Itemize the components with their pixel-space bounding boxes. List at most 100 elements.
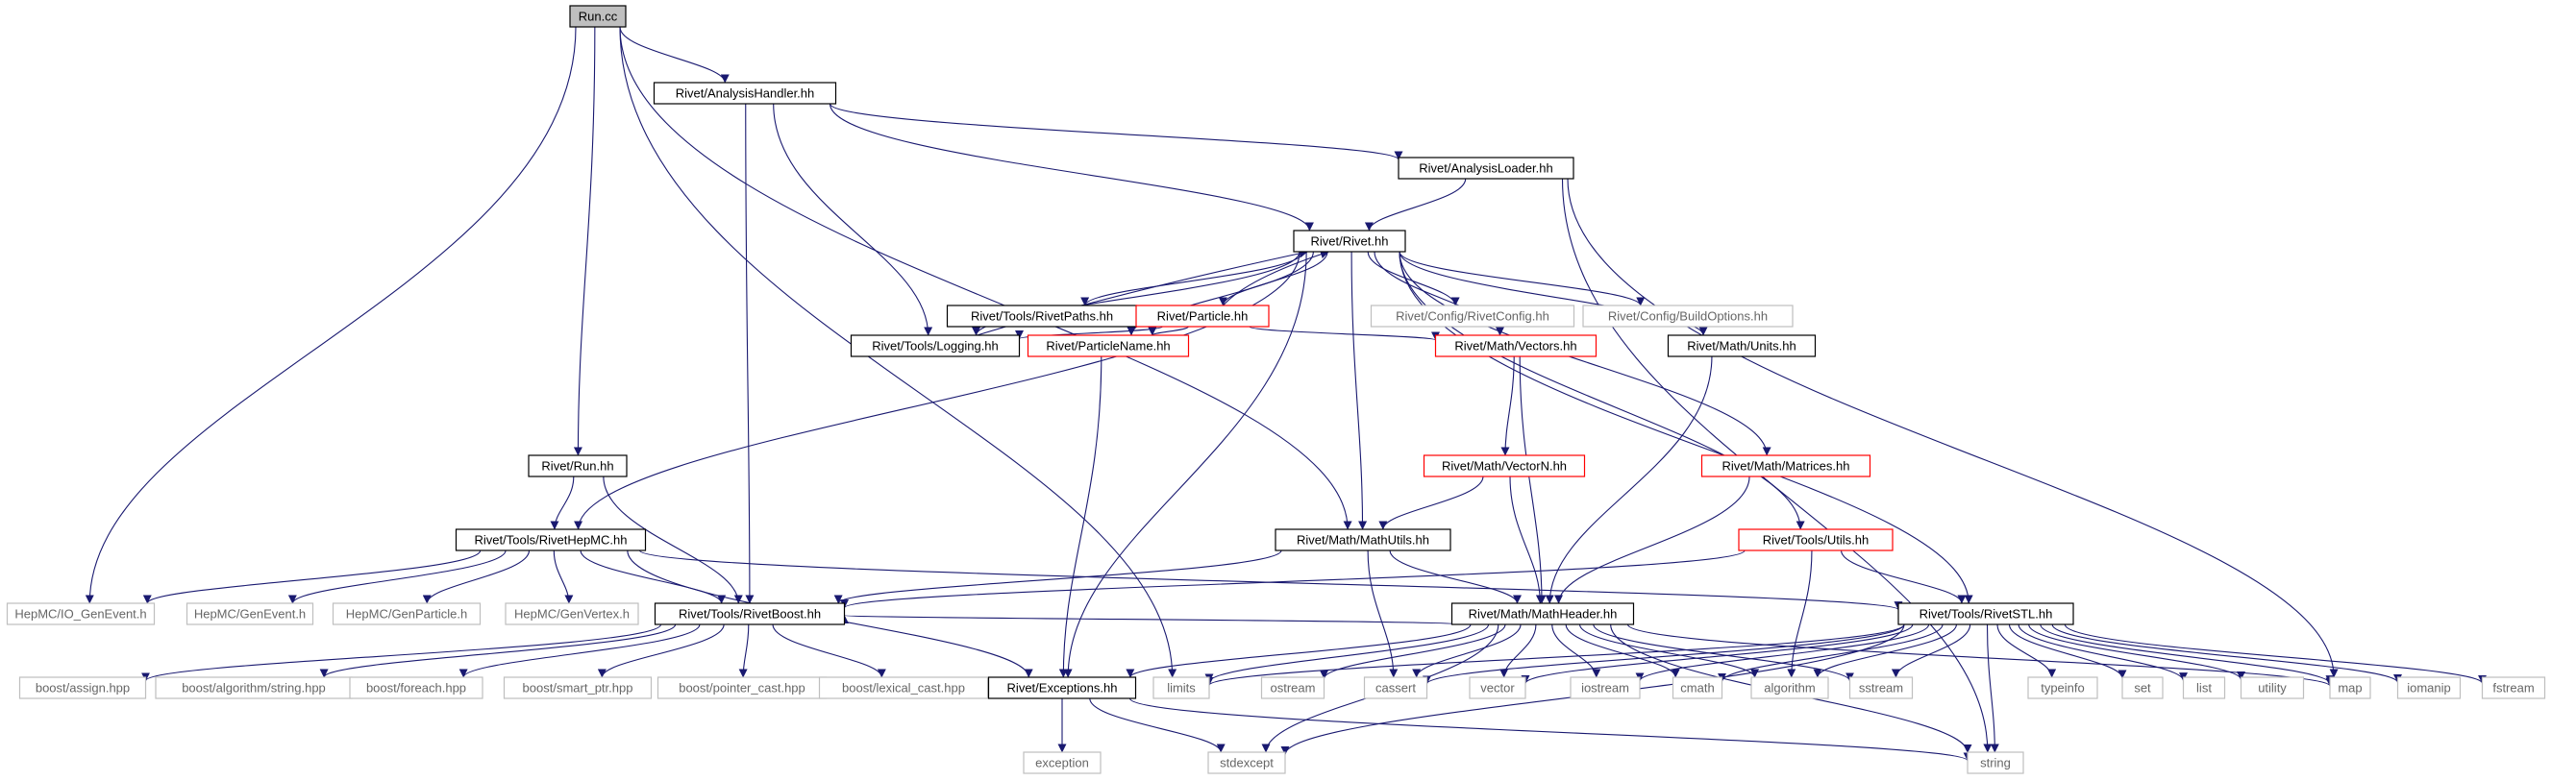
node-label: Rivet/Tools/RivetBoost.hh (679, 607, 821, 622)
node-vector[interactable]: vector (1469, 676, 1526, 699)
node-layer: Run.ccRivet/AnalysisHandler.hhRivet/Anal… (6, 5, 2546, 774)
node-exception[interactable]: exception (1023, 751, 1102, 774)
node-rivet-config[interactable]: Rivet/Config/RivetConfig.hh (1370, 305, 1575, 328)
node-build-options[interactable]: Rivet/Config/BuildOptions.hh (1582, 305, 1794, 328)
node-box (1207, 751, 1286, 774)
node-matrices[interactable]: Rivet/Math/Matrices.hh (1700, 454, 1871, 477)
edge-vectorn-to-math-header (1509, 476, 1545, 604)
edge-rivet-boost-to-boost-pointer-cast (738, 623, 750, 678)
node-math-header[interactable]: Rivet/Math/MathHeader.hh (1450, 602, 1635, 625)
node-box (987, 676, 1137, 699)
node-boost-assign[interactable]: boost/assign.hpp (18, 676, 147, 699)
node-rivet-hh[interactable]: Rivet/Rivet.hh (1293, 230, 1406, 253)
node-vectorn[interactable]: Rivet/Math/VectorN.hh (1423, 454, 1586, 477)
node-math-utils[interactable]: Rivet/Math/MathUtils.hh (1275, 528, 1451, 551)
node-label: boost/foreach.hpp (366, 681, 466, 696)
node-rivet-stl[interactable]: Rivet/Tools/RivetSTL.hh (1897, 602, 2074, 625)
edge-vectors-to-math-header (1519, 355, 1547, 604)
node-box (1152, 676, 1210, 699)
node-iostream[interactable]: iostream (1570, 676, 1641, 699)
node-boost-lexical-cast[interactable]: boost/lexical_cast.hpp (818, 676, 989, 699)
node-label: cmath (1680, 681, 1714, 696)
node-vectors[interactable]: Rivet/Math/Vectors.hh (1434, 334, 1598, 357)
node-set[interactable]: set (2121, 676, 2164, 699)
node-label: HepMC/GenEvent.h (194, 607, 306, 622)
node-label: Rivet/Tools/RivetSTL.hh (1920, 607, 2053, 622)
node-run-hh[interactable]: Rivet/Run.hh (528, 454, 628, 477)
edge-rivet-boost-to-boost-assign (141, 623, 662, 682)
edge-math-utils-to-rivet-boost (833, 549, 1282, 604)
edge-rivet-hh-to-rivet-config (1367, 251, 1460, 306)
edge-tools-utils-to-rivet-stl (1841, 549, 1967, 604)
node-box (186, 602, 314, 625)
edge-vectorn-to-math-utils (1378, 476, 1484, 530)
edge-math-header-to-vector (1499, 623, 1537, 678)
edge-math-header-to-exceptions (1126, 623, 1472, 678)
node-box (1434, 334, 1598, 357)
node-boost-smart-ptr[interactable]: boost/smart_ptr.hpp (503, 676, 653, 699)
node-run-cc[interactable]: Run.cc (569, 5, 627, 28)
node-hepmc-genevent[interactable]: HepMC/GenEvent.h (186, 602, 314, 625)
node-rivet-paths[interactable]: Rivet/Tools/RivetPaths.hh (946, 305, 1138, 328)
edge-run-hh-to-rivet-boost (603, 476, 743, 604)
node-iomanip[interactable]: iomanip (2396, 676, 2462, 699)
node-algorithm[interactable]: algorithm (1750, 676, 1829, 699)
node-exceptions[interactable]: Rivet/Exceptions.hh (987, 676, 1137, 699)
node-box (2396, 676, 2462, 699)
node-logging[interactable]: Rivet/Tools/Logging.hh (850, 334, 1021, 357)
node-boost-pointer-cast[interactable]: boost/pointer_cast.hpp (656, 676, 828, 699)
node-sstream[interactable]: sstream (1848, 676, 1914, 699)
edge-math-header-to-cassert (1412, 623, 1522, 678)
edge-math-header-to-rivet-boost (841, 614, 1459, 625)
edge-analysis-handler-to-rivet-hh (829, 103, 1314, 232)
edge-rivet-stl-to-algorithm (1813, 623, 1957, 678)
node-hepmc-genparticle[interactable]: HepMC/GenParticle.h (332, 602, 482, 625)
node-hepmc-io[interactable]: HepMC/IO_GenEvent.h (6, 602, 156, 625)
edge-rivet-stl-to-iostream (1635, 623, 1930, 682)
node-box (1848, 676, 1914, 699)
edge-rivet-hh-to-exceptions (1063, 251, 1307, 678)
node-string[interactable]: string (1967, 751, 2024, 774)
node-boost-foreach[interactable]: boost/foreach.hpp (349, 676, 483, 699)
edge-layer (85, 26, 2487, 762)
node-particle-name[interactable]: Rivet/ParticleName.hh (1027, 334, 1190, 357)
node-typeinfo[interactable]: typeinfo (2027, 676, 2098, 699)
node-label: boost/lexical_cast.hpp (842, 681, 965, 696)
node-label: Rivet/Math/Units.hh (1687, 339, 1796, 354)
node-stdexcept[interactable]: stdexcept (1207, 751, 1286, 774)
node-particle[interactable]: Rivet/Particle.hh (1135, 305, 1270, 328)
node-label: Rivet/Tools/RivetHepMC.hh (475, 533, 628, 548)
edge-rivet-stl-to-iomanip (2051, 623, 2402, 684)
node-rivet-hepmc[interactable]: Rivet/Tools/RivetHepMC.hh (455, 528, 647, 551)
node-rivet-boost[interactable]: Rivet/Tools/RivetBoost.hh (654, 602, 846, 625)
edge-math-header-to-cmath (1565, 623, 1680, 678)
node-utility[interactable]: utility (2240, 676, 2305, 699)
node-hepmc-genvertex[interactable]: HepMC/GenVertex.h (505, 602, 639, 625)
node-label: cassert (1375, 681, 1416, 696)
node-units[interactable]: Rivet/Math/Units.hh (1667, 334, 1817, 357)
node-analysis-handler[interactable]: Rivet/AnalysisHandler.hh (653, 82, 837, 105)
node-ostream[interactable]: ostream (1260, 676, 1325, 699)
node-box (818, 676, 989, 699)
node-tools-utils[interactable]: Rivet/Tools/Utils.hh (1738, 528, 1894, 551)
edge-run-cc-to-analysis-handler (619, 26, 730, 84)
node-fstream[interactable]: fstream (2481, 676, 2546, 699)
node-box (1667, 334, 1817, 357)
node-box (1135, 305, 1270, 328)
node-list[interactable]: list (2182, 676, 2226, 699)
edge-run-cc-to-limits (619, 26, 1177, 678)
edge-rivet-hh-to-matrices (1399, 251, 1771, 456)
node-label: Rivet/Config/BuildOptions.hh (1608, 309, 1768, 324)
node-box (1423, 454, 1586, 477)
node-label: set (2134, 681, 2151, 696)
node-map[interactable]: map (2329, 676, 2371, 699)
edge-rivet-hh-to-tools-utils (1399, 251, 1805, 530)
node-boost-algo-string[interactable]: boost/algorithm/string.hpp (155, 676, 353, 699)
node-analysis-loader[interactable]: Rivet/AnalysisLoader.hh (1398, 157, 1574, 180)
node-cmath[interactable]: cmath (1672, 676, 1723, 699)
node-box (569, 5, 627, 28)
node-label: Rivet/Particle.hh (1157, 309, 1249, 324)
node-limits[interactable]: limits (1152, 676, 1210, 699)
node-cassert[interactable]: cassert (1363, 676, 1428, 699)
